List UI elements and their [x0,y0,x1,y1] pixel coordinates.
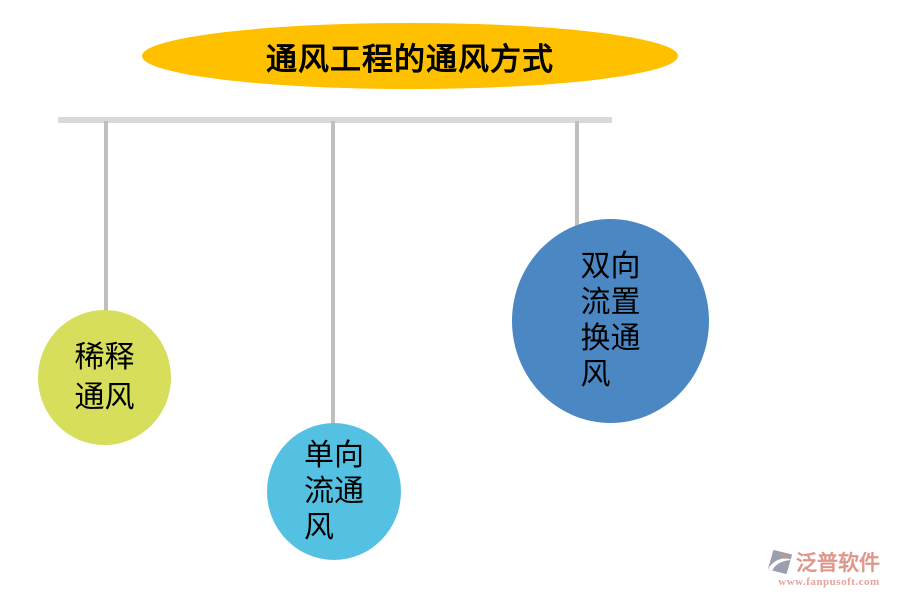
watermark-row: 泛普软件 [766,547,892,577]
diagram-title: 通风工程的通风方式 [266,41,554,77]
node-unidirectional-label: 单向 流通 风 [304,438,364,544]
connector-horizontal-bar [58,117,612,123]
title-ellipse: 通风工程的通风方式 [142,23,678,89]
node-dilution-ventilation: 稀释 通风 [38,310,171,445]
node-dilution-label: 稀释 通风 [74,340,135,414]
watermark-url: www.fanpusoft.com [778,576,880,588]
watermark: 泛普软件 www.fanpusoft.com [766,547,892,588]
watermark-brand-name: 泛普软件 [796,552,880,575]
connector-line-unidirectional [331,121,335,491]
fanpu-logo-icon [767,549,793,575]
connector-line-bidirectional [575,121,579,321]
node-bidirectional-label: 双向 流置 换通 风 [580,250,641,391]
node-bidirectional-displacement-ventilation: 双向 流置 换通 风 [512,219,709,423]
connector-line-dilution [104,121,108,379]
node-unidirectional-flow-ventilation: 单向 流通 风 [267,423,401,560]
